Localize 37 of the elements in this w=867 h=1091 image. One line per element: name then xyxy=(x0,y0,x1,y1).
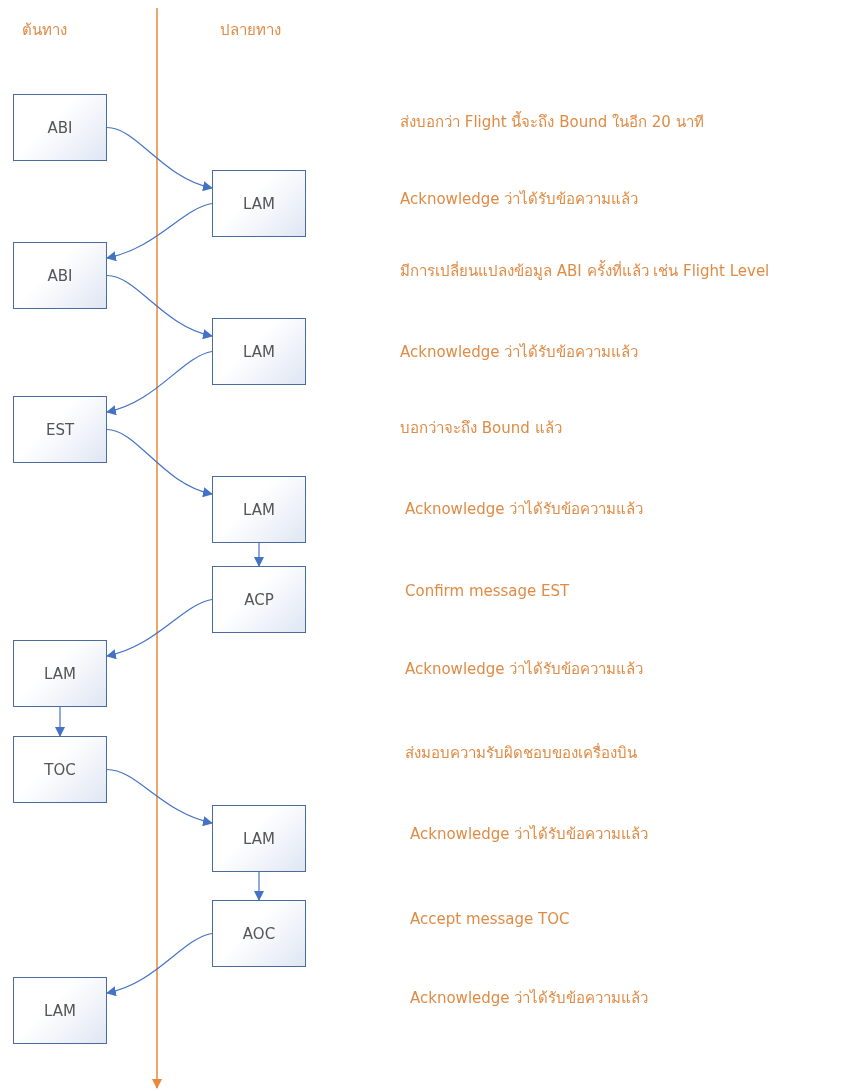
note-text: Acknowledge ว่าได้รับข้อความแล้ว xyxy=(400,342,639,363)
arrow xyxy=(106,932,213,996)
message-box: EST xyxy=(13,396,107,463)
message-box: LAM xyxy=(212,476,306,543)
arrow xyxy=(106,428,213,497)
arrow xyxy=(106,202,213,261)
arrow xyxy=(106,350,213,415)
message-box: TOC xyxy=(13,736,107,803)
note-text: Accept message TOC xyxy=(410,910,570,928)
message-box: ACP xyxy=(212,566,306,633)
arrow xyxy=(55,706,65,737)
message-box: LAM xyxy=(13,977,107,1044)
column-heading: ต้นทาง xyxy=(22,20,67,41)
column-heading: ปลายทาง xyxy=(220,20,281,41)
note-text: Acknowledge ว่าได้รับข้อความแล้ว xyxy=(400,189,639,210)
note-text: ส่งบอกว่า Flight นี้จะถึง Bound ในอีก 20 นาที xyxy=(400,110,704,133)
arrow xyxy=(106,126,213,191)
arrow xyxy=(254,871,264,901)
note-text: ส่งมอบความรับผิดชอบของเครื่องบิน xyxy=(405,742,637,764)
message-box: LAM xyxy=(212,170,306,237)
arrow xyxy=(106,768,213,826)
arrow xyxy=(254,542,264,567)
note-text: มีการเปลี่ยนแปลงข้อมูล ABI ครั้งที่แล้ว เช่น Flight Level xyxy=(400,259,770,282)
note-text: Acknowledge ว่าได้รับข้อความแล้ว xyxy=(410,824,649,845)
message-box: ABI xyxy=(13,242,107,309)
note-text: Acknowledge ว่าได้รับข้อความแล้ว xyxy=(410,988,649,1009)
note-text: บอกว่าจะถึง Bound แล้ว xyxy=(400,418,562,439)
message-box: LAM xyxy=(212,805,306,872)
message-box: ABI xyxy=(13,94,107,161)
message-box: LAM xyxy=(212,318,306,385)
arrow xyxy=(106,598,213,659)
arrow xyxy=(106,274,213,339)
message-box: AOC xyxy=(212,900,306,967)
note-text: Acknowledge ว่าได้รับข้อความแล้ว xyxy=(405,659,644,680)
note-text: Acknowledge ว่าได้รับข้อความแล้ว xyxy=(405,499,644,520)
message-box: LAM xyxy=(13,640,107,707)
note-text: Confirm message EST xyxy=(405,582,570,600)
